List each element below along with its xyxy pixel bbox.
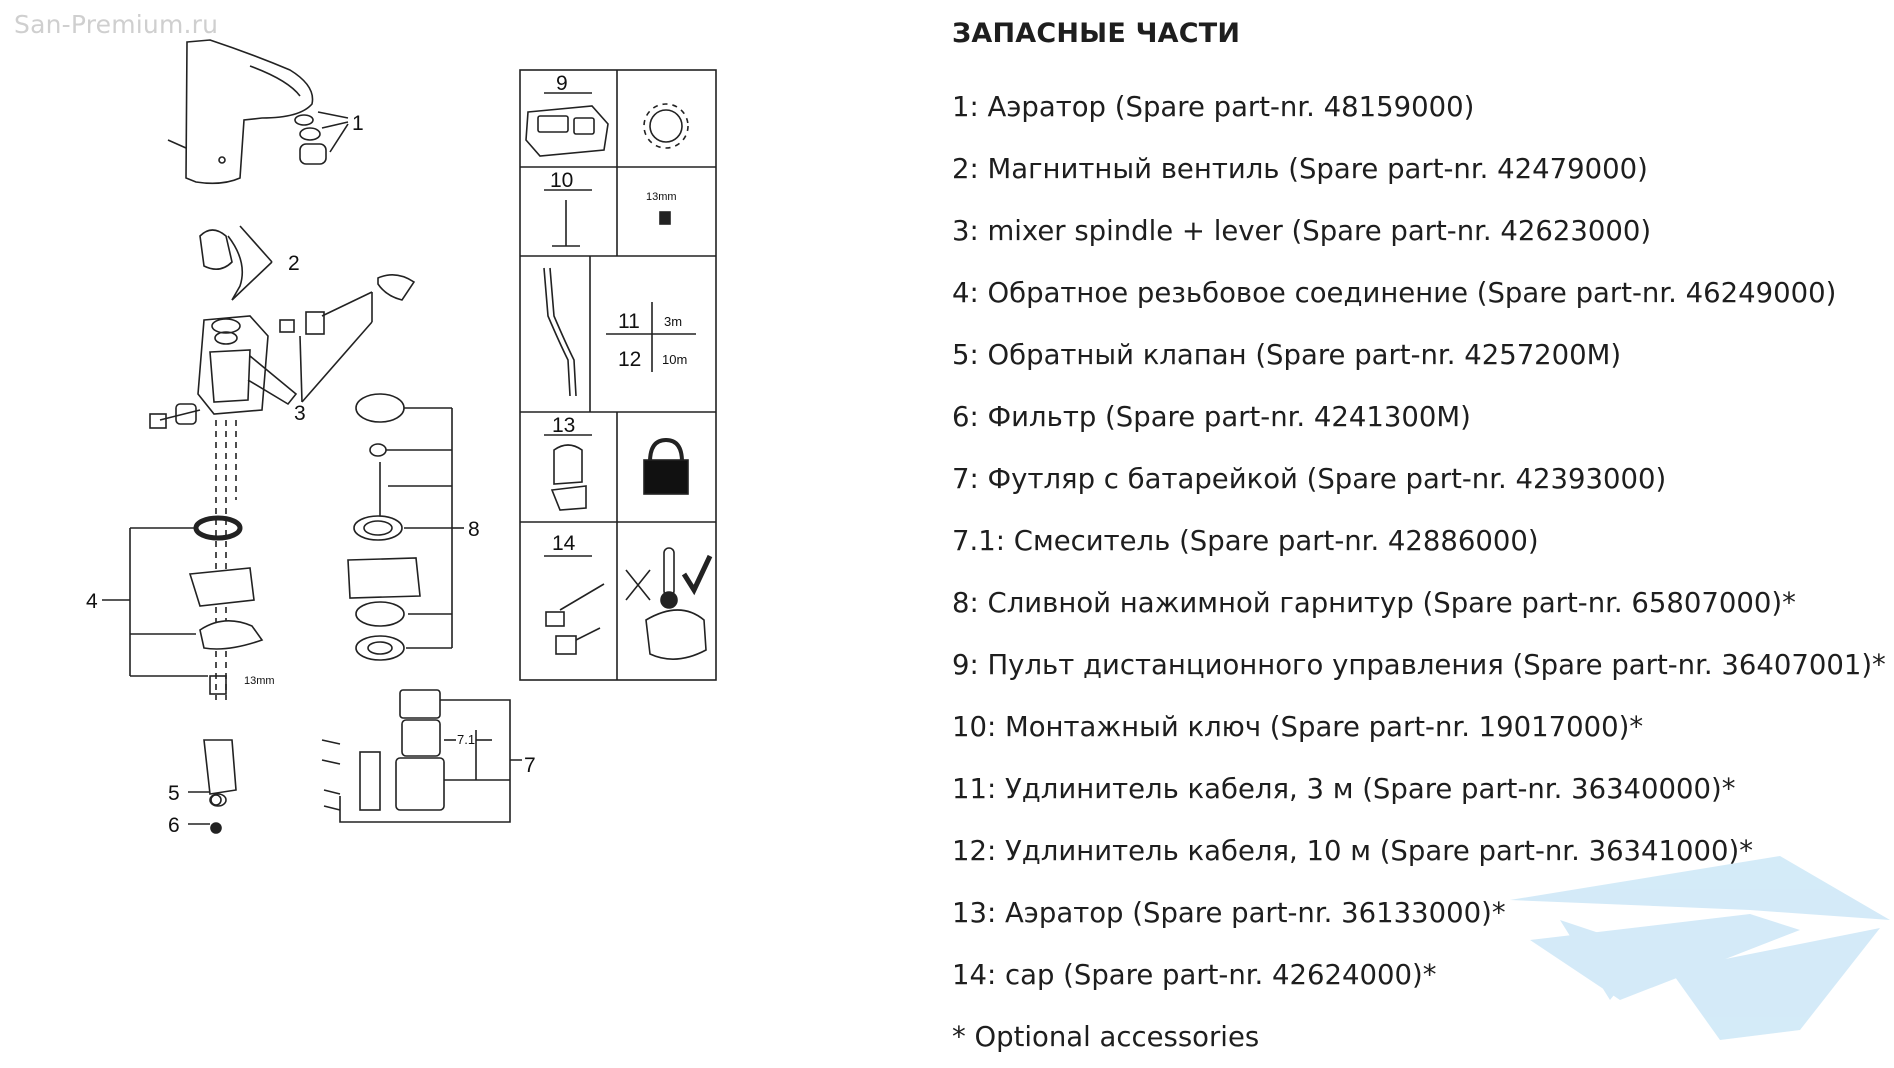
callout-4: 4	[86, 590, 98, 613]
spare-part-item: 7: Футляр с батарейкой (Spare part-nr. 4…	[952, 463, 1667, 495]
bathtub-logo-icon	[1510, 856, 1890, 1040]
box-wrench-size: 13mm	[646, 191, 677, 203]
callout-7: 7	[524, 754, 536, 777]
callout-7-1: 7.1	[457, 732, 475, 747]
box-number-14: 14	[552, 532, 576, 555]
optional-accessories-note: * Optional accessories	[952, 1021, 1260, 1053]
spare-part-item: 1: Аэратор (Spare part-nr. 48159000)	[952, 91, 1475, 123]
callout-3: 3	[294, 402, 306, 425]
wrench-size-label: 13mm	[244, 675, 275, 687]
callout-8: 8	[468, 518, 480, 541]
callout-5: 5	[168, 782, 180, 805]
threaded-connection	[188, 515, 264, 807]
aerator-part	[294, 111, 349, 165]
spare-part-item: 3: mixer spindle + lever (Spare part-nr.…	[952, 215, 1652, 247]
spare-part-item: 12: Удлинитель кабеля, 10 м (Spare part-…	[952, 835, 1754, 867]
box-number-13: 13	[552, 414, 575, 437]
solenoid-valve	[199, 225, 273, 301]
exploded-parts-diagram: 1 2 3 4 5 6 7 7.1 8 13mm	[86, 39, 717, 837]
spare-part-item: 4: Обратное резьбовое соединение (Spare …	[952, 277, 1837, 309]
spare-part-item: 8: Сливной нажимной гарнитур (Spare part…	[952, 587, 1796, 619]
battery-case	[321, 689, 522, 823]
spare-part-item: 6: Фильтр (Spare part-nr. 4241300M)	[952, 401, 1471, 433]
spare-part-item: 14: cap (Spare part-nr. 42624000)*	[952, 959, 1437, 991]
callout-1: 1	[352, 112, 364, 135]
faucet-body	[167, 39, 314, 185]
spare-part-item: 9: Пульт дистанционного управления (Spar…	[952, 649, 1886, 681]
spare-parts-title: ЗАПАСНЫЕ ЧАСТИ	[952, 18, 1241, 49]
spare-part-item: 2: Магнитный вентиль (Spare part-nr. 424…	[952, 153, 1648, 185]
watermark-text: San-Premium.ru	[14, 10, 219, 39]
callout-brackets	[102, 527, 210, 825]
box-cable-10m: 10m	[662, 352, 687, 367]
spare-part-item: 7.1: Смеситель (Spare part-nr. 42886000)	[952, 525, 1539, 557]
spare-part-item: 10: Монтажный ключ (Spare part-nr. 19017…	[952, 711, 1644, 743]
callout-6: 6	[168, 814, 180, 837]
spare-parts-list: 1: Аэратор (Spare part-nr. 48159000) 2: …	[952, 76, 1886, 1068]
spare-part-item: 13: Аэратор (Spare part-nr. 36133000)*	[952, 897, 1506, 929]
drain-set	[347, 393, 464, 661]
box-number-9: 9	[556, 72, 568, 95]
accessories-box	[519, 69, 717, 681]
callout-2: 2	[288, 252, 300, 275]
box-number-11: 11	[618, 310, 640, 333]
spare-part-item: 11: Удлинитель кабеля, 3 м (Spare part-n…	[952, 773, 1736, 805]
spare-parts-list-panel: ЗАПАСНЫЕ ЧАСТИ 1: Аэратор (Spare part-nr…	[952, 14, 1886, 1068]
box-number-12: 12	[618, 348, 641, 371]
box-number-10: 10	[550, 169, 573, 192]
spare-part-item: 5: Обратный клапан (Spare part-nr. 42572…	[952, 339, 1622, 371]
supply-hoses	[215, 420, 237, 700]
box-cable-3m: 3m	[664, 314, 682, 329]
mixer-block	[149, 274, 416, 429]
